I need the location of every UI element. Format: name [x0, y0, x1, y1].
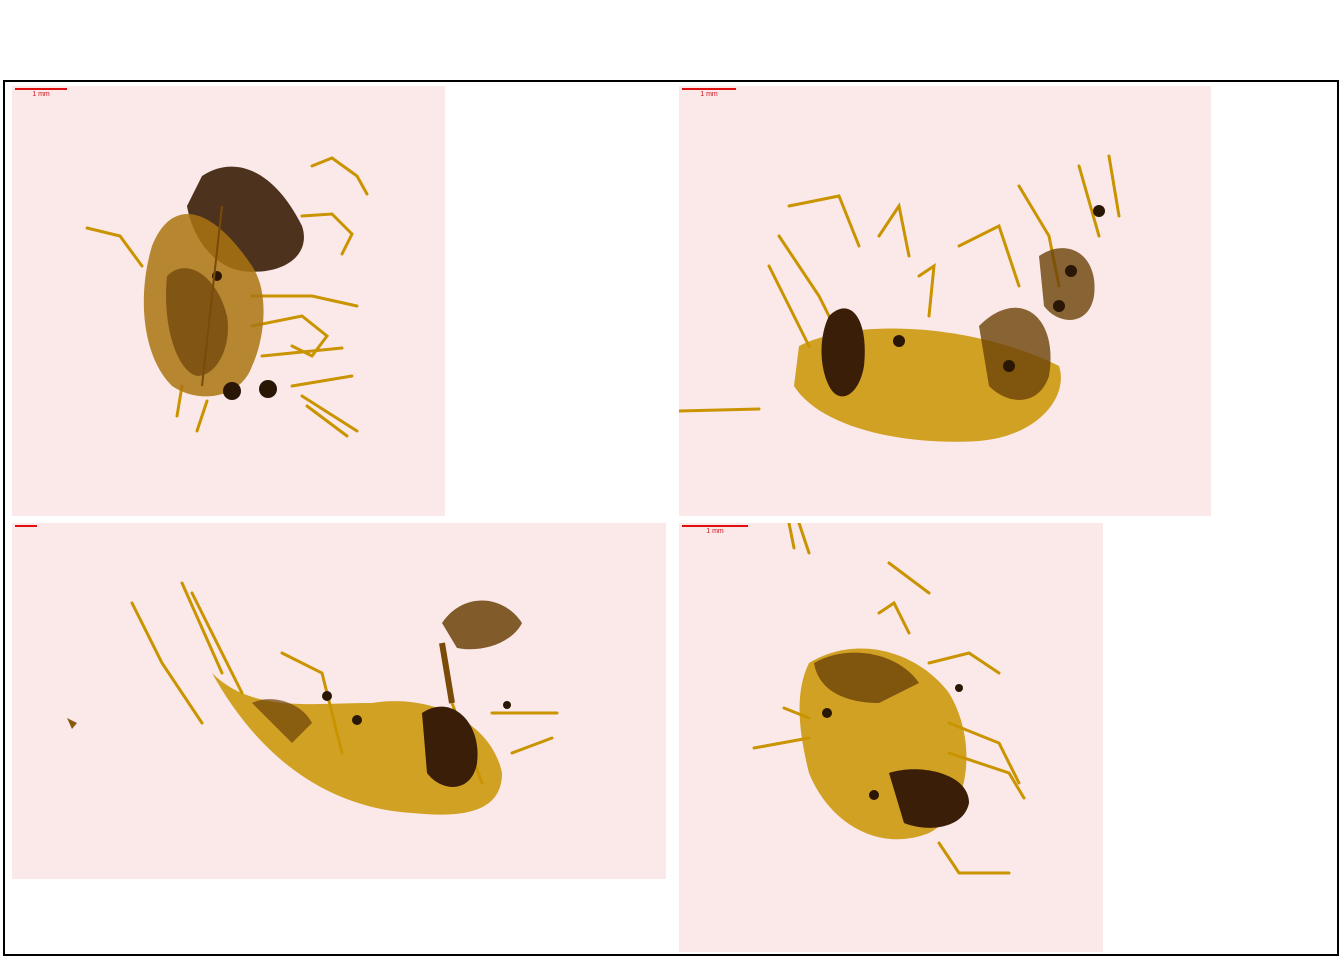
micrograph-panel-bottom-right: 1 mm	[679, 523, 1103, 952]
scale-bar	[15, 525, 37, 528]
micrograph-panel-bottom-left	[12, 523, 666, 879]
scale-bar-line	[682, 88, 736, 90]
scale-bar-label: 1 mm	[706, 528, 724, 535]
amphipod-specimen	[752, 523, 1026, 875]
scale-bar: 1 mm	[682, 88, 736, 98]
micrograph-panel-top-right: 1 mm	[679, 86, 1211, 516]
amphipod-specimen	[85, 156, 369, 438]
amphipod-specimen	[679, 154, 1121, 442]
scale-bar-line	[15, 525, 37, 527]
scale-bar-line	[682, 525, 748, 527]
amphipod-specimen	[67, 581, 559, 815]
scale-bar: 1 mm	[682, 525, 748, 535]
scale-bar-label: 1 mm	[32, 91, 50, 98]
scale-bar-line	[15, 88, 67, 90]
micrograph-panel-top-left: 1 mm	[12, 86, 445, 516]
scale-bar: 1 mm	[15, 88, 67, 98]
figure-frame: 1 mm	[3, 80, 1339, 956]
scale-bar-label: 1 mm	[700, 91, 718, 98]
